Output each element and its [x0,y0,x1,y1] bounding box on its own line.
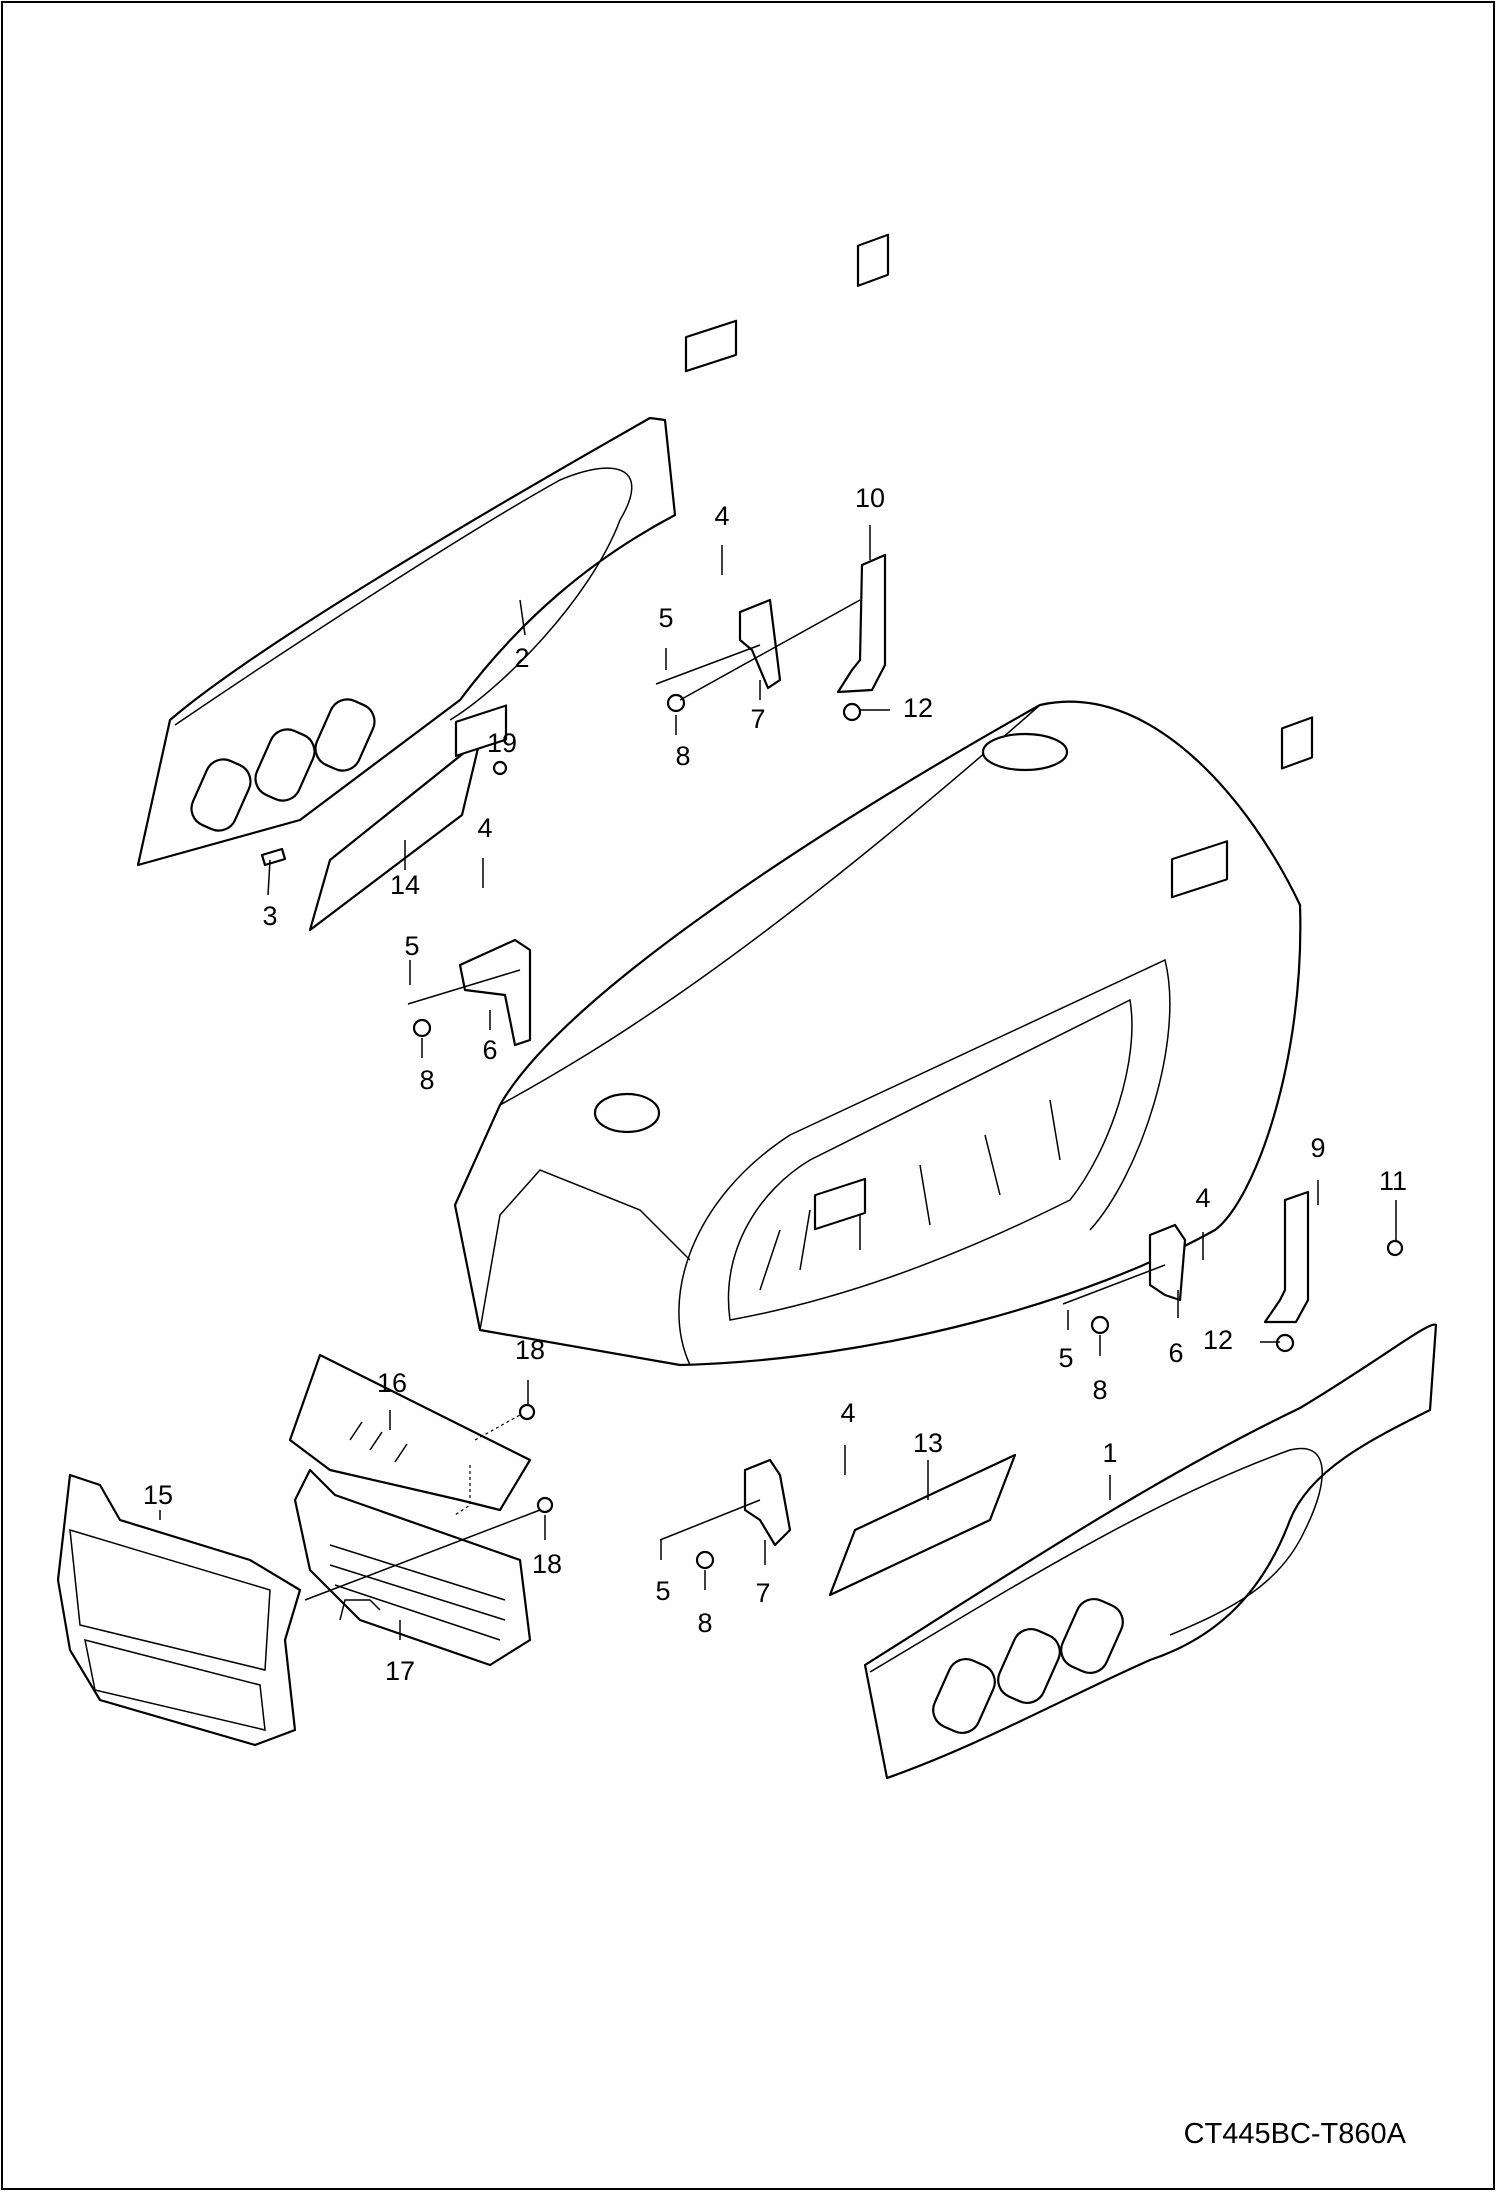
callout-15: 15 [143,1480,173,1510]
callout-10: 10 [855,483,885,513]
callout-2: 2 [514,643,529,673]
callout-12a: 12 [903,693,933,723]
small-clip [260,847,287,867]
drawing-code: CT445BC-T860A [1183,2118,1406,2150]
callout-4a: 4 [714,501,729,531]
callout-8b: 8 [419,1065,434,1095]
callout-12b: 12 [1203,1325,1233,1355]
bracket-group-mid-left [407,704,532,1047]
callout-8a: 8 [675,741,690,771]
callout-14: 14 [390,870,420,900]
callout-8c: 8 [1092,1375,1107,1405]
callout-19: 19 [487,728,517,758]
callout-17: 17 [385,1656,415,1686]
bracket-group-right [1062,716,1404,1353]
bracket-group-lower [659,1177,867,1570]
side-panel-left [136,416,677,867]
callouts: 1 2 3 4 4 4 4 5 5 5 5 6 6 7 7 8 8 8 8 9 … [143,483,1407,1686]
callout-7b: 7 [755,1578,770,1608]
nut [492,760,508,776]
hood-assembly [453,700,1302,1367]
callout-11: 11 [1379,1166,1407,1196]
bracket-group-upper [655,233,890,722]
callout-5b: 5 [404,931,419,961]
callout-1: 1 [1102,1438,1117,1468]
callout-9: 9 [1310,1133,1325,1163]
callout-18a: 18 [515,1335,545,1365]
side-panel-right [863,1323,1438,1780]
callout-6a: 6 [482,1035,497,1065]
callout-3: 3 [262,901,277,931]
grille-plate-right [828,1453,1017,1597]
front-grille-assembly [56,1353,554,1747]
callout-13: 13 [913,1428,943,1458]
callout-18b: 18 [532,1549,562,1579]
callout-8d: 8 [697,1608,712,1638]
callout-4c: 4 [1195,1183,1210,1213]
callout-4b: 4 [477,813,492,843]
leader-lines [159,525,1397,1640]
callout-6b: 6 [1168,1338,1183,1368]
callout-5c: 5 [1058,1343,1073,1373]
callout-7a: 7 [750,704,765,734]
callout-4d: 4 [840,1398,855,1428]
callout-16: 16 [377,1368,407,1398]
callout-5d: 5 [655,1576,670,1606]
callout-5a: 5 [658,603,673,633]
